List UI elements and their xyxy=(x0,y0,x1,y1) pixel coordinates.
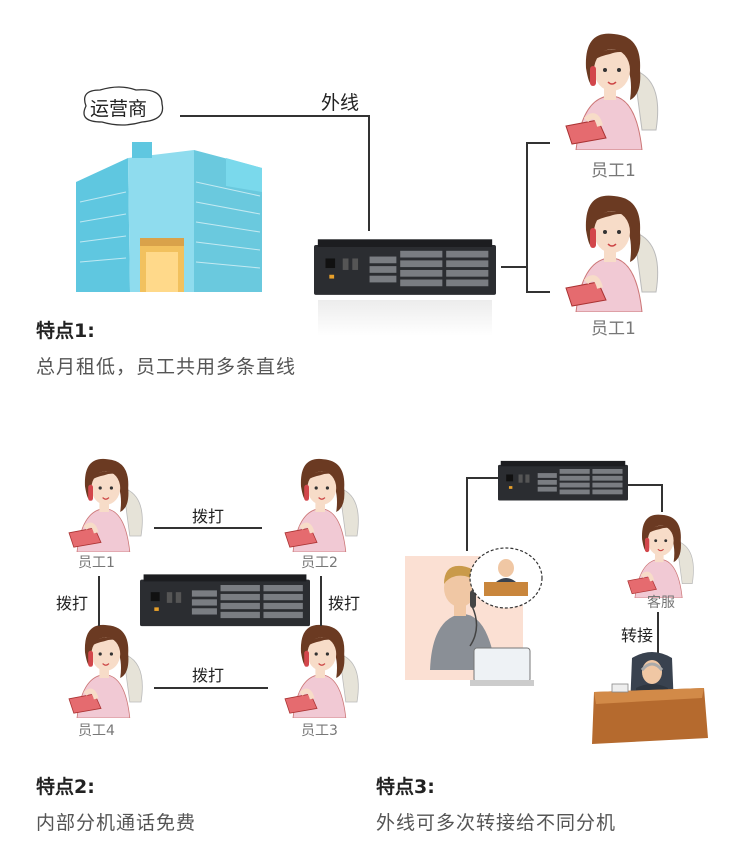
outside-line-label: 外线 xyxy=(321,92,360,114)
pbx-right-connector xyxy=(628,484,662,486)
carrier-connector xyxy=(180,115,369,117)
pbx-connector xyxy=(501,266,527,268)
call-line-top xyxy=(154,527,262,529)
thought-bubble-icon xyxy=(469,547,543,609)
employee-2-label: 员工2 xyxy=(301,555,338,571)
caller-man-icon xyxy=(430,565,534,686)
transfer-line xyxy=(657,612,659,658)
pbx-device-icon xyxy=(498,460,628,504)
pbx-device-icon xyxy=(314,238,496,300)
call-line-right xyxy=(320,576,322,626)
feature-2-title: 特点2: xyxy=(36,776,95,798)
branch-trunk xyxy=(526,142,528,292)
feature-2-desc: 内部分机通话免费 xyxy=(36,812,197,834)
receptionist-icon xyxy=(556,30,666,150)
call-label-top: 拨打 xyxy=(192,507,225,526)
call-line-left xyxy=(98,576,100,626)
employee-b-label: 员工1 xyxy=(591,319,636,339)
pbx-left-connector xyxy=(466,477,498,479)
call-line-bottom xyxy=(154,687,268,689)
receptionist-icon xyxy=(620,512,700,598)
pbx-device-icon xyxy=(140,574,310,630)
pbx-reflection xyxy=(318,300,492,336)
employee-a-label: 员工1 xyxy=(591,161,636,181)
speech-bubble-icon xyxy=(83,86,164,126)
branch-top xyxy=(526,142,550,144)
pbx-left-down xyxy=(466,477,468,551)
employee-3-label: 员工3 xyxy=(301,723,338,739)
carrier-connector-down xyxy=(368,115,370,231)
boss-desk-icon xyxy=(592,652,708,744)
employee-1-label: 员工1 xyxy=(78,555,115,571)
receptionist-icon xyxy=(60,622,150,718)
feature-1-desc: 总月租低，员工共用多条直线 xyxy=(36,356,297,378)
receptionist-icon xyxy=(276,456,366,552)
feature-3-desc: 外线可多次转接给不同分机 xyxy=(376,812,617,834)
pbx-right-down xyxy=(661,484,663,512)
receptionist-icon xyxy=(276,622,366,718)
call-label-right: 拨打 xyxy=(328,594,361,613)
customer-service-label: 客服 xyxy=(647,595,675,611)
transfer-label: 转接 xyxy=(621,626,654,645)
office-building-icon xyxy=(76,142,262,292)
employee-4-label: 员工4 xyxy=(78,723,115,739)
receptionist-icon xyxy=(60,456,150,552)
feature-3-title: 特点3: xyxy=(376,776,435,798)
carrier-bubble: 运营商 xyxy=(76,84,168,128)
receptionist-icon xyxy=(556,192,666,312)
branch-bottom xyxy=(526,291,550,293)
call-label-bottom: 拨打 xyxy=(192,666,225,685)
carrier-label: 运营商 xyxy=(90,98,148,120)
call-label-left: 拨打 xyxy=(56,594,89,613)
feature-1-title: 特点1: xyxy=(36,320,95,342)
